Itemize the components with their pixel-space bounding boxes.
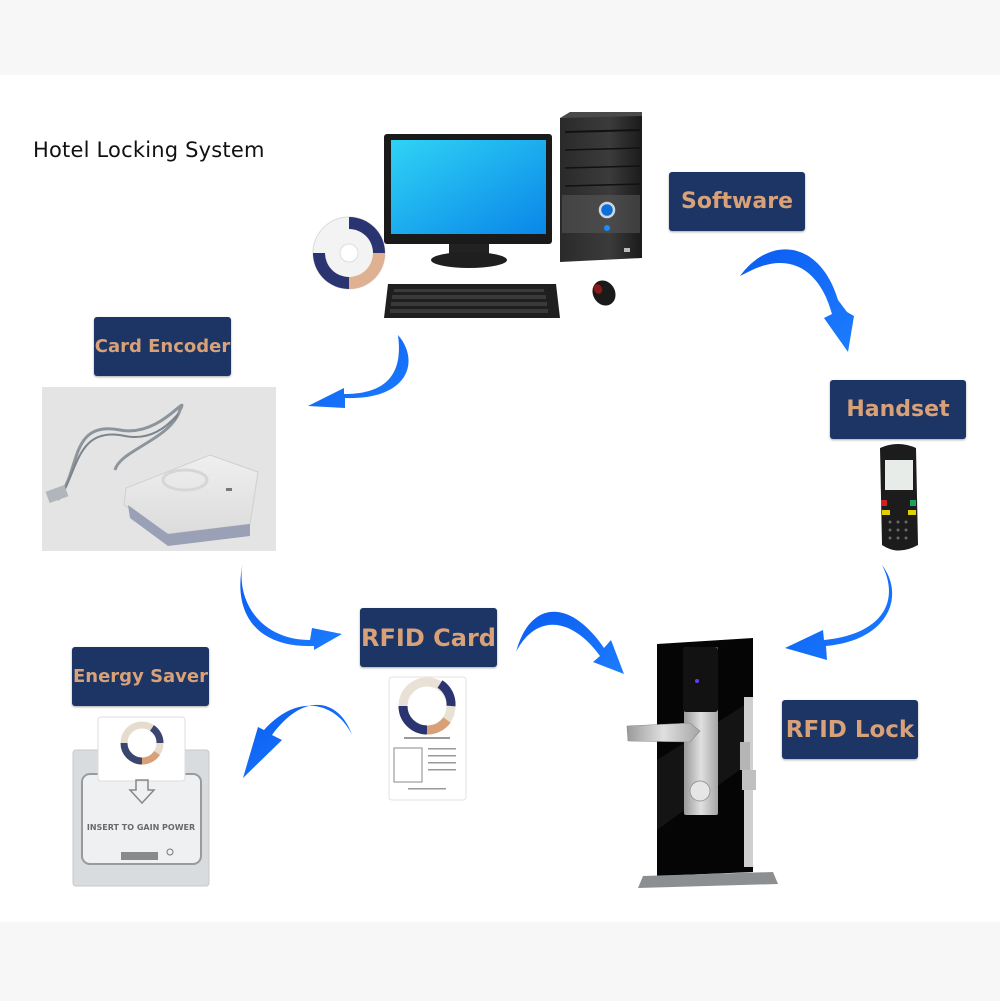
top-band [0,0,1000,75]
software-label: Software [669,172,805,231]
handset-device-icon [880,444,918,551]
energy-saver-device-icon [72,716,210,887]
bottom-band [0,922,1000,1001]
rfid-lock-device-icon [626,638,778,888]
arrow-rfid-card-to-lock [516,611,624,674]
rfid-lock-label: RFID Lock [782,700,918,759]
card-encoder-label: Card Encoder [94,317,231,376]
arrow-rfid-card-to-energy-saver [243,704,352,778]
arrow-handset-to-lock [785,565,893,660]
diagram-title: Hotel Locking System [33,138,265,162]
card-encoder-device-icon [42,387,276,551]
energy-saver-label: Energy Saver [72,647,209,706]
rfid-card-icon [388,676,467,801]
energy-saver-instruction: INSERT TO GAIN POWER [87,823,195,832]
arrow-encoder-to-rfid-card [240,562,342,650]
computer-icon [312,112,642,318]
handset-label: Handset [830,380,966,439]
arrow-software-to-handset [740,249,854,352]
rfid-card-label: RFID Card [360,608,497,667]
arrow-software-to-encoder [308,335,409,408]
